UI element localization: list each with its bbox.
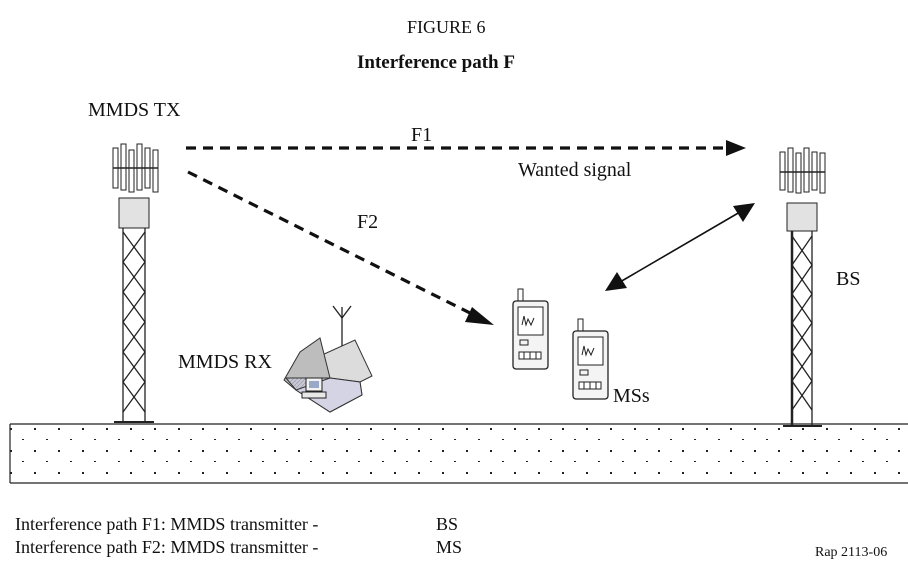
wanted-signal-label: Wanted signal xyxy=(518,159,632,181)
legend-line-2-text: Interference path F2: MMDS transmitter - xyxy=(15,537,319,557)
f2-path-arrow xyxy=(187,170,494,325)
bs-lattice-mast xyxy=(783,231,822,427)
house-computer-icon xyxy=(301,377,327,399)
legend-line-2-target: MS xyxy=(436,537,463,557)
legend-line-1-target: BS xyxy=(436,514,459,534)
bs-tower xyxy=(779,147,826,427)
mmds-tx-tower xyxy=(112,143,159,423)
house-antenna-icon xyxy=(332,305,352,350)
figure-subtitle: Interference path F xyxy=(357,52,515,73)
mss-label: MSs xyxy=(613,385,650,407)
mobile-station-1-icon xyxy=(512,288,549,370)
ground-band xyxy=(9,423,908,484)
mmds-rx-label: MMDS RX xyxy=(178,351,272,373)
wanted-signal-double-arrow xyxy=(605,203,755,291)
mmds-rx-house-icon xyxy=(283,305,373,413)
figure-reference: Rap 2113-06 xyxy=(815,545,888,560)
bs-label: BS xyxy=(836,268,861,290)
f2-label: F2 xyxy=(357,211,379,233)
mobile-station-2-icon xyxy=(572,318,609,400)
bs-equipment-box xyxy=(786,202,818,232)
tx-equipment-box xyxy=(118,197,150,229)
figure-title: FIGURE 6 xyxy=(407,17,486,37)
f1-path-arrow xyxy=(186,140,746,156)
f1-label: F1 xyxy=(411,124,433,146)
mmds-tx-label: MMDS TX xyxy=(88,99,181,121)
tx-antenna-icon xyxy=(112,143,159,193)
legend-line-1-text: Interference path F1: MMDS transmitter - xyxy=(15,514,319,534)
bs-antenna-icon xyxy=(779,147,826,194)
tx-lattice-mast xyxy=(114,228,154,423)
